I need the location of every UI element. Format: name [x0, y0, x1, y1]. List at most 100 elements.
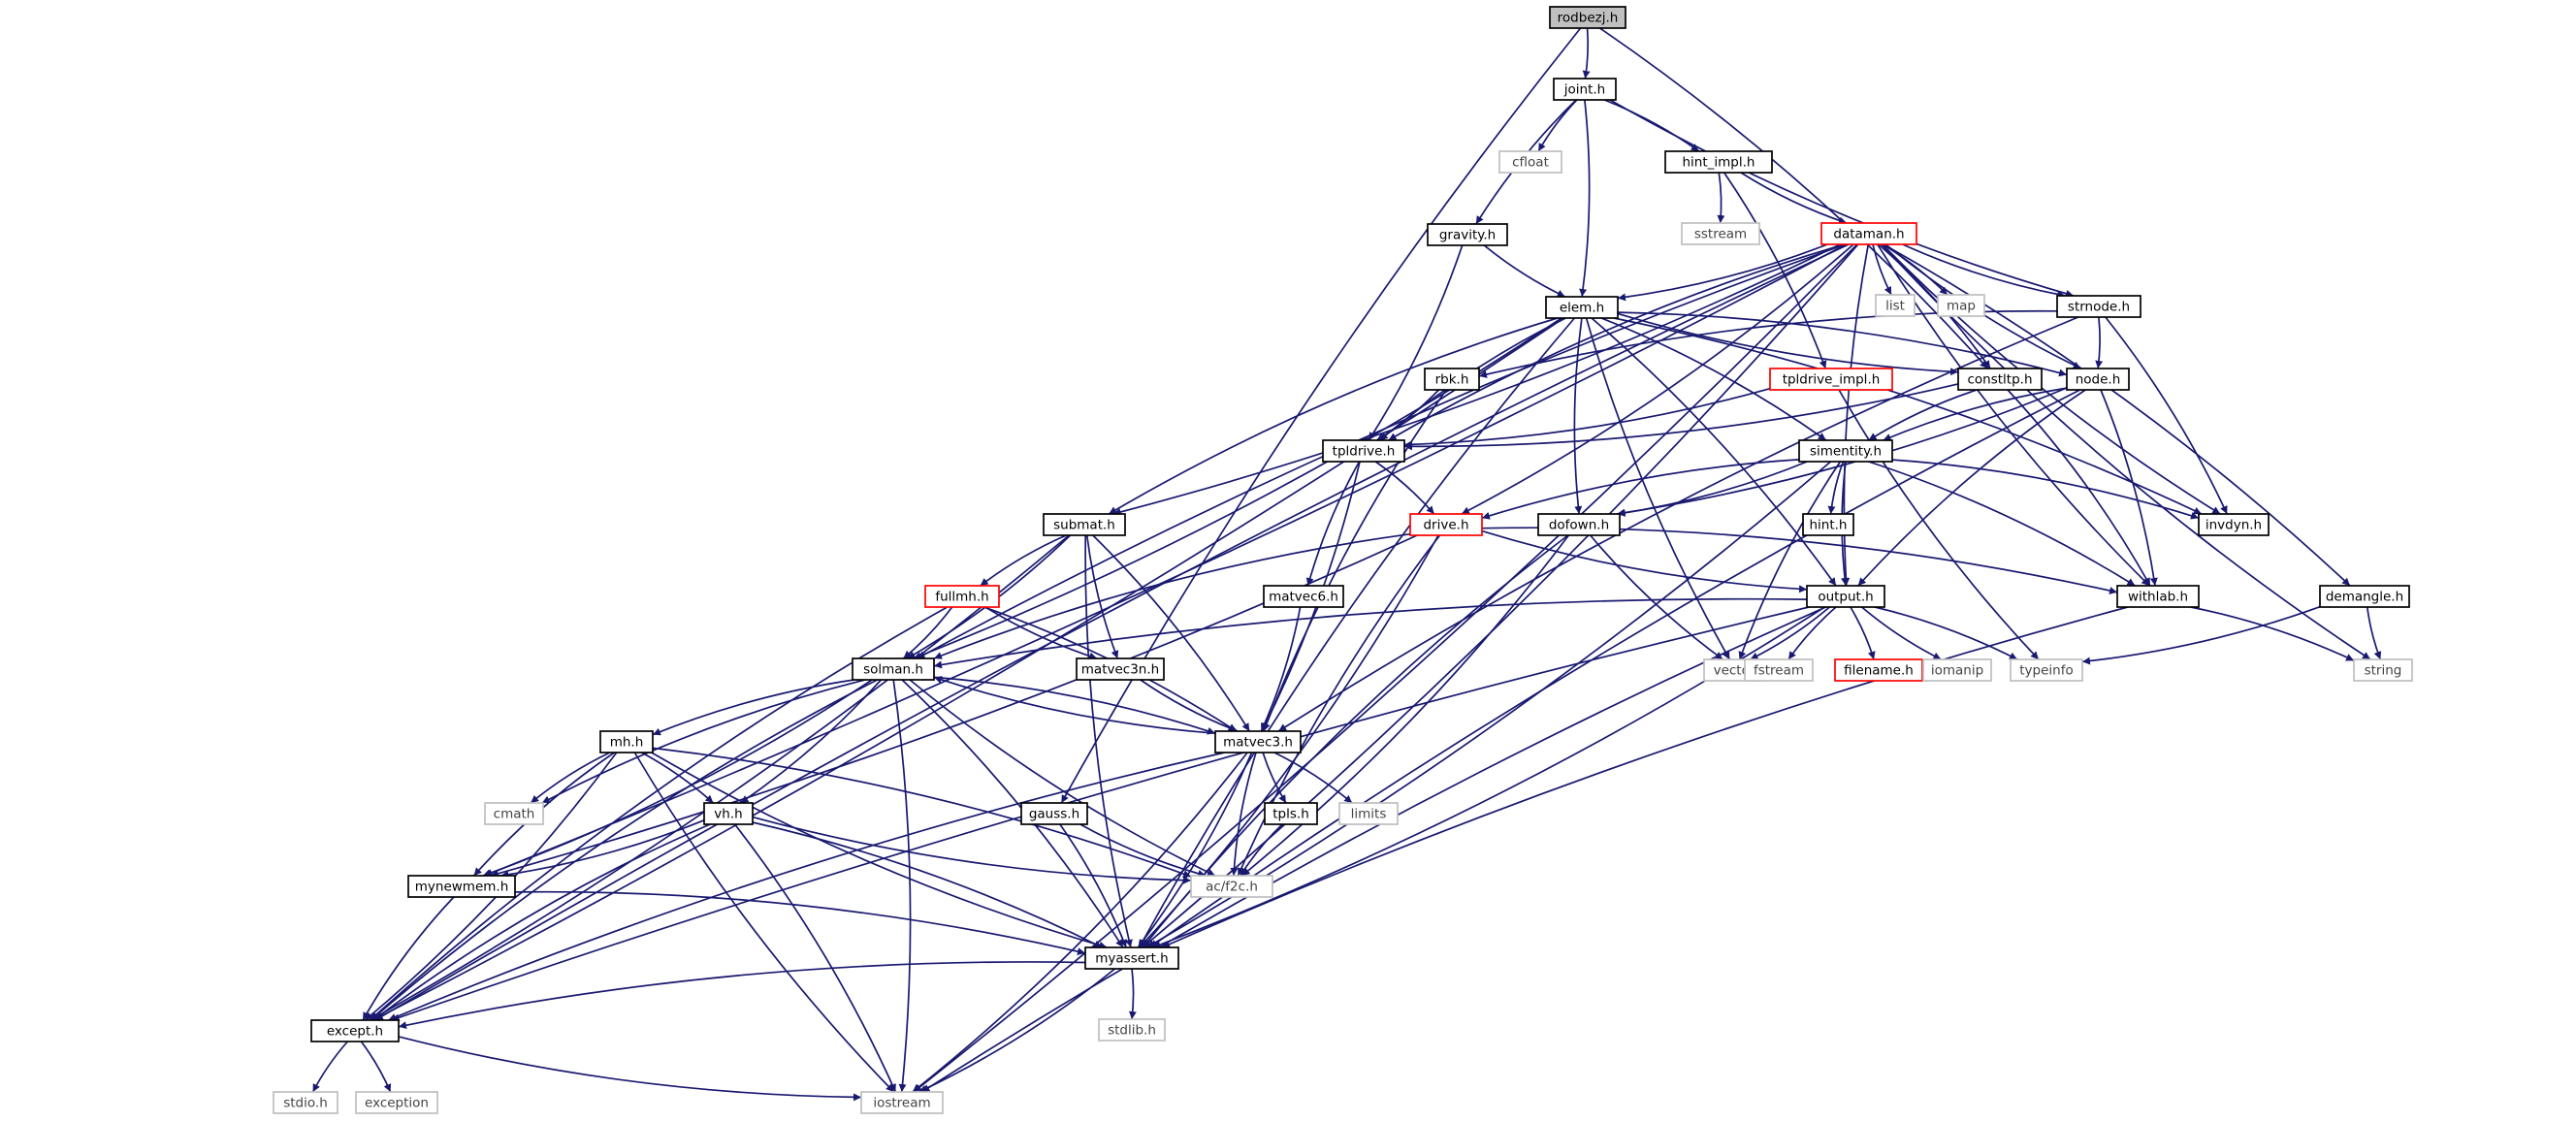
- node-matvec6[interactable]: matvec6.h: [1263, 585, 1344, 608]
- node-vh[interactable]: vh.h: [703, 802, 754, 825]
- node-output[interactable]: output.h: [1806, 585, 1885, 608]
- edge-node-to-output: [1857, 389, 2086, 587]
- edge-dataman-to-iostream: [913, 243, 1858, 1093]
- node-strnode[interactable]: strnode.h: [2056, 295, 2141, 318]
- node-label: iomanip: [1931, 663, 1983, 679]
- node-label: tpls.h: [1272, 807, 1309, 822]
- edge-output-to-iostream: [921, 606, 1826, 1093]
- node-gauss[interactable]: gauss.h: [1020, 802, 1088, 825]
- edge-matvec3-to-solman: [933, 676, 1216, 735]
- edge-elem-to-output: [1591, 317, 1837, 587]
- edge-strnode-to-invdyn: [2105, 316, 2228, 515]
- edge-submat-to-except: [370, 534, 1070, 1021]
- node-box: [1806, 585, 1885, 608]
- node-box: [407, 875, 516, 898]
- node-label: exception: [365, 1096, 429, 1111]
- node-mynewmem[interactable]: mynewmem.h: [407, 875, 516, 898]
- node-gravity[interactable]: gravity.h: [1427, 223, 1508, 246]
- node-elem[interactable]: elem.h: [1545, 296, 1619, 319]
- node-rbk[interactable]: rbk.h: [1424, 368, 1480, 391]
- node-box: [1338, 802, 1399, 825]
- edge-dataman-to-strnode: [1902, 243, 2066, 299]
- node-sstream: sstream: [1681, 222, 1760, 245]
- edge-mh-to-ac_f2c: [652, 747, 1192, 878]
- node-hint_impl[interactable]: hint_impl.h: [1664, 150, 1773, 174]
- edges-layer: [311, 27, 2382, 1102]
- node-filename[interactable]: filename.h: [1834, 658, 1923, 682]
- node-demangle[interactable]: demangle.h: [2319, 585, 2410, 608]
- edge-dataman-to-tpldrive: [1388, 243, 1845, 441]
- edge-tpldrive-to-drive: [1374, 461, 1435, 515]
- edge-elem-to-invdyn: [1613, 317, 2203, 515]
- node-except[interactable]: except.h: [310, 1019, 400, 1042]
- node-tpldrive_impl[interactable]: tpldrive_impl.h: [1769, 368, 1893, 391]
- node-drive[interactable]: drive.h: [1409, 513, 1483, 536]
- edge-matvec3n-to-matvec3: [1140, 679, 1239, 732]
- edge-myassert-to-iostream: [918, 968, 1116, 1093]
- node-label: tpldrive.h: [1333, 444, 1396, 460]
- node-matvec3n[interactable]: matvec3n.h: [1076, 657, 1165, 681]
- node-rodbezj[interactable]: rodbezj.h: [1549, 6, 1626, 29]
- edge-dataman-to-mynewmem: [484, 243, 1847, 877]
- node-fullmh[interactable]: fullmh.h: [924, 585, 1000, 608]
- edge-mynewmem-to-myassert: [514, 890, 1086, 956]
- node-box: [1957, 368, 2043, 391]
- node-hint[interactable]: hint.h: [1802, 513, 1854, 536]
- edge-dataman-to-myassert: [1142, 243, 1859, 948]
- edge-except-to-stdio: [311, 1041, 349, 1093]
- edge-elem-to-except: [372, 317, 1564, 1021]
- node-label: rbk.h: [1435, 372, 1469, 388]
- node-label: submat.h: [1053, 518, 1115, 533]
- node-box: [1424, 368, 1480, 391]
- node-box: [1744, 658, 1814, 682]
- edge-fullmh-to-matvec3n: [984, 606, 1098, 660]
- node-matvec3[interactable]: matvec3.h: [1214, 730, 1302, 753]
- node-tpls[interactable]: tpls.h: [1264, 802, 1318, 825]
- node-map: map: [1937, 294, 1985, 317]
- node-label: cmath: [494, 807, 535, 822]
- node-box: [1545, 296, 1619, 319]
- node-box: [1263, 585, 1344, 608]
- node-constltp[interactable]: constltp.h: [1957, 368, 2043, 391]
- edge-mynewmem-to-except: [362, 896, 455, 1021]
- node-label: map: [1947, 299, 1976, 314]
- node-dofown[interactable]: dofown.h: [1537, 513, 1621, 536]
- node-dataman[interactable]: dataman.h: [1820, 222, 1917, 245]
- edge-simentity-to-invdyn: [1891, 459, 2200, 520]
- node-simentity[interactable]: simentity.h: [1798, 439, 1893, 463]
- edge-dataman-to-demangle: [1883, 243, 2351, 587]
- node-box: [1322, 439, 1405, 463]
- edge-dataman-to-invdyn: [1882, 243, 2221, 515]
- node-label: limits: [1351, 807, 1387, 822]
- node-label: hint.h: [1809, 518, 1847, 533]
- node-box: [2319, 585, 2410, 608]
- node-box: [1769, 368, 1893, 391]
- node-label: except.h: [327, 1024, 383, 1040]
- node-invdyn[interactable]: invdyn.h: [2198, 513, 2270, 536]
- node-label: matvec3.h: [1223, 735, 1293, 751]
- edge-submat-to-myassert: [1084, 534, 1133, 948]
- node-label: fstream: [1754, 663, 1804, 679]
- node-node[interactable]: node.h: [2066, 368, 2130, 391]
- edge-gravity-to-elem: [1483, 244, 1566, 298]
- node-submat[interactable]: submat.h: [1043, 513, 1126, 536]
- node-solman[interactable]: solman.h: [852, 657, 935, 681]
- edge-rbk-to-matvec3: [1263, 389, 1447, 732]
- node-tpldrive[interactable]: tpldrive.h: [1322, 439, 1405, 463]
- edge-constltp-to-tpldrive: [1403, 383, 1959, 451]
- node-joint[interactable]: joint.h: [1553, 78, 1617, 101]
- node-mh[interactable]: mh.h: [599, 730, 654, 753]
- node-myassert[interactable]: myassert.h: [1084, 946, 1179, 970]
- edge-withlab-to-string: [2190, 606, 2355, 661]
- node-box: [1820, 222, 1917, 245]
- edge-tpls-to-ac_f2c: [1240, 823, 1283, 877]
- node-label: solman.h: [863, 662, 923, 678]
- node-withlab[interactable]: withlab.h: [2116, 585, 2200, 608]
- node-label: vh.h: [714, 807, 742, 822]
- node-label: withlab.h: [2128, 590, 2188, 605]
- edge-gravity-to-tpldrive: [1368, 244, 1464, 441]
- node-box: [1043, 513, 1126, 536]
- edge-demangle-to-string: [2366, 606, 2382, 660]
- node-box: [1553, 78, 1617, 101]
